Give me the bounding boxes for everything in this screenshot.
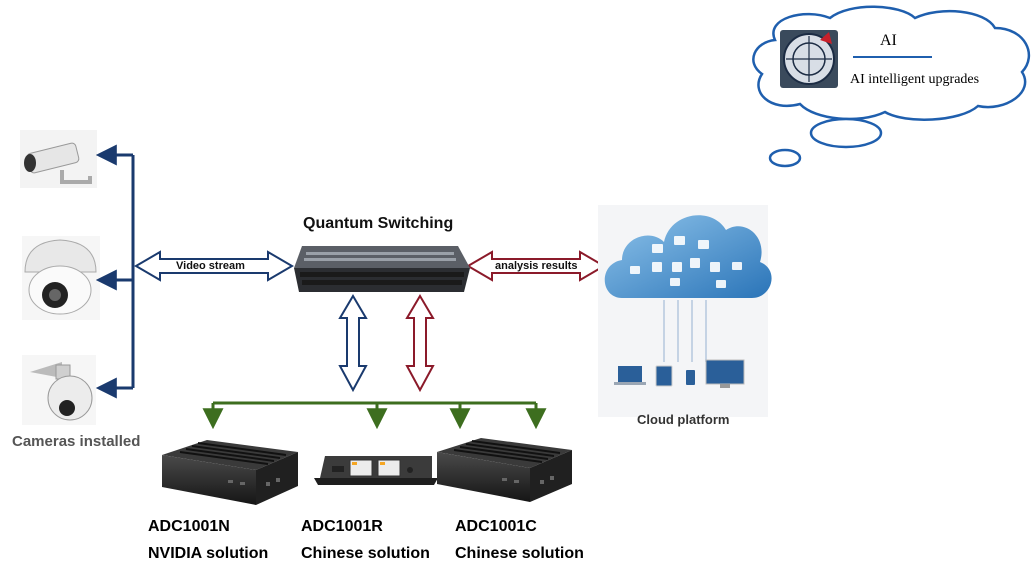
adc1001r-device (314, 456, 438, 485)
target-mark-logo (780, 30, 838, 88)
camera-connection-lines (95, 144, 135, 399)
device-connection-lines (202, 401, 547, 430)
switch-device-video-arrow (338, 294, 368, 393)
ai-title: AI (880, 32, 897, 49)
ai-thought-bubble (752, 5, 1031, 168)
device-solution-adc1001r: Chinese solution (301, 545, 430, 562)
adc1001n-device (162, 440, 298, 505)
laptop-icon (614, 366, 646, 385)
switch-device-result-arrow (405, 294, 435, 393)
device-model-adc1001r: ADC1001R (301, 518, 383, 535)
dome-camera-icon (22, 236, 100, 320)
ptz-camera-icon (22, 355, 96, 425)
video-stream-label: Video stream (176, 260, 245, 272)
analysis-results-label: analysis results (495, 260, 578, 272)
cameras-caption: Cameras installed (12, 433, 141, 450)
cloud-caption: Cloud platform (637, 412, 730, 427)
page-title: Quantum Switching (303, 215, 454, 232)
tablet-icon (655, 365, 673, 387)
video-stream-arrow (134, 250, 294, 282)
quantum-switch (294, 246, 470, 292)
monitor-icon (705, 359, 745, 388)
bullet-camera-icon (20, 130, 97, 188)
cloud-platform-illustration (598, 205, 772, 417)
ai-subtitle: AI intelligent upgrades (850, 72, 980, 87)
device-solution-adc1001c: Chinese solution (455, 545, 584, 562)
device-model-adc1001c: ADC1001C (455, 518, 537, 535)
phone-icon (686, 370, 695, 385)
device-solution-adc1001n: NVIDIA solution (148, 545, 269, 562)
device-model-adc1001n: ADC1001N (148, 518, 230, 535)
adc1001c-device (437, 438, 572, 502)
